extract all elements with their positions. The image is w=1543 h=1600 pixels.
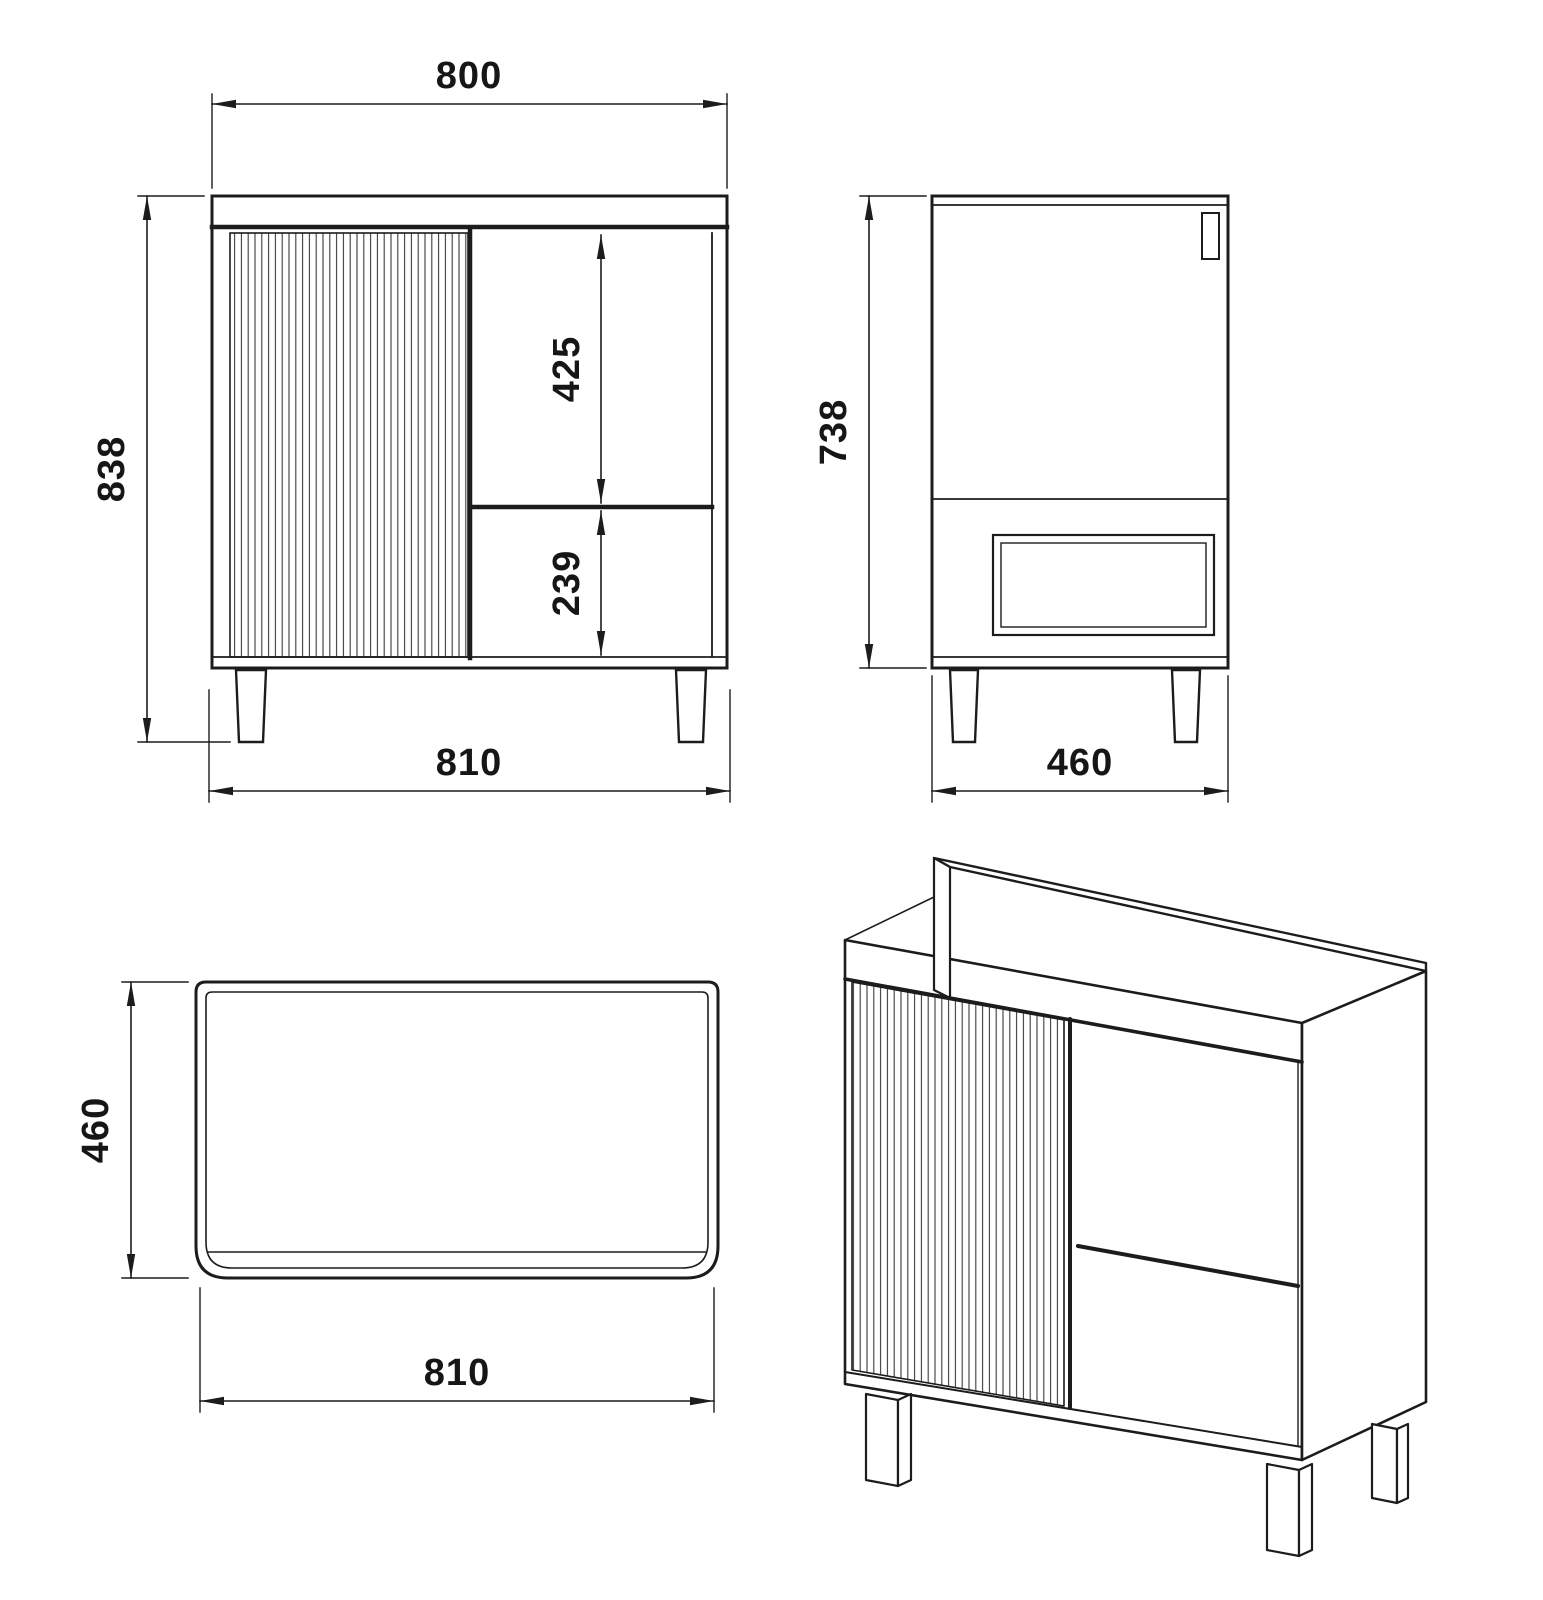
iso-panel-divider — [1076, 1244, 1300, 1288]
side-open-niche-outer — [991, 533, 1216, 637]
dim-extension-lines — [211, 93, 728, 189]
dim-label-depth: 460 — [1047, 742, 1113, 784]
isometric-view — [843, 856, 1428, 1558]
dim-front-width-top: 800 — [211, 55, 728, 189]
dim-label-depth: 460 — [75, 1097, 117, 1163]
dim-label-door-height: 425 — [546, 336, 588, 402]
front-view: 800 838 425 239 810 — [91, 55, 731, 803]
iso-left-upstand-edge — [932, 856, 952, 1000]
side-door-handle — [1201, 212, 1220, 260]
dim-front-height-overall: 838 — [91, 195, 231, 743]
iso-right-side-face — [1300, 969, 1428, 1462]
iso-legs — [864, 1392, 1410, 1558]
front-detail-lines — [211, 232, 728, 658]
dim-front-door-height: 425 — [546, 234, 606, 504]
dim-extension-lines — [859, 195, 927, 669]
dim-front-drawer-height: 239 — [546, 510, 606, 656]
dim-label-height-overall: 838 — [91, 436, 133, 502]
dim-label-width: 810 — [424, 1352, 490, 1394]
front-heavy-divider-lines — [209, 224, 730, 661]
dim-top-width: 810 — [199, 1287, 715, 1413]
dim-extension-lines — [208, 689, 731, 803]
front-legs — [234, 668, 708, 744]
top-view: 460 810 — [75, 980, 720, 1413]
dim-extension-lines — [199, 1287, 715, 1413]
dim-top-depth: 460 — [75, 981, 189, 1279]
iso-front-right-leg-side — [1297, 1462, 1314, 1558]
iso-front-left-leg-side — [896, 1392, 913, 1488]
iso-fluted-door — [851, 981, 1065, 1407]
dim-side-height-body: 738 — [813, 195, 927, 669]
iso-base-top-line — [844, 1371, 1303, 1448]
dim-label-height-body: 738 — [813, 399, 855, 465]
side-legs — [948, 668, 1202, 744]
front-cabinet-frame — [210, 194, 729, 670]
front-fluted-door — [229, 232, 469, 658]
iso-front-right-leg — [1265, 1462, 1301, 1558]
dim-front-width-bottom: 810 — [208, 689, 731, 803]
side-open-niche-inner — [1000, 542, 1207, 628]
dim-extension-lines — [931, 675, 1229, 803]
dim-extension-lines — [137, 195, 231, 743]
dim-side-depth: 460 — [931, 675, 1229, 803]
iso-back-upstand-panel — [932, 856, 1428, 973]
side-detail-lines — [931, 204, 1229, 658]
iso-top-rim-line — [844, 896, 935, 941]
top-outline-inner — [205, 991, 709, 1269]
iso-back-right-leg — [1370, 1422, 1399, 1505]
dim-extension-lines — [121, 981, 189, 1279]
side-view: 738 460 — [813, 194, 1230, 803]
dim-label-drawer-height: 239 — [546, 550, 588, 616]
dim-label-width-bottom: 810 — [436, 742, 502, 784]
iso-top-rail-line — [843, 977, 1304, 1064]
top-outline-outer — [194, 980, 720, 1280]
side-cabinet-frame — [930, 194, 1230, 670]
dim-label-width-top: 800 — [436, 55, 502, 97]
iso-front-left-leg — [864, 1392, 900, 1488]
iso-back-right-leg-side — [1395, 1422, 1410, 1505]
